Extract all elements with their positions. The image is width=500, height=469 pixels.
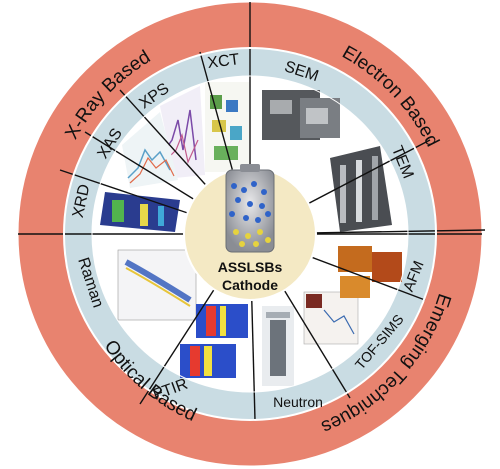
tofsims-figure (303, 291, 359, 345)
technique-label-neutron: Neutron (273, 394, 323, 410)
xas-figure (122, 112, 178, 188)
figure-thumbnails (100, 82, 402, 386)
center-hub: ASSLSBs Cathode (183, 164, 317, 301)
ftir-figure (180, 304, 248, 378)
neutron-figure (262, 306, 294, 386)
afm-figure (338, 246, 402, 298)
battery-icon (225, 164, 275, 253)
raman-figure (117, 249, 197, 321)
technique-label-xrd: XRD (70, 183, 94, 220)
center-label-line1: ASSLSBs (218, 259, 283, 275)
sem-figure (262, 90, 340, 140)
center-label-line2: Cathode (222, 277, 278, 293)
technique-label-xct: XCT (207, 51, 241, 72)
xrd-figure (100, 192, 180, 232)
